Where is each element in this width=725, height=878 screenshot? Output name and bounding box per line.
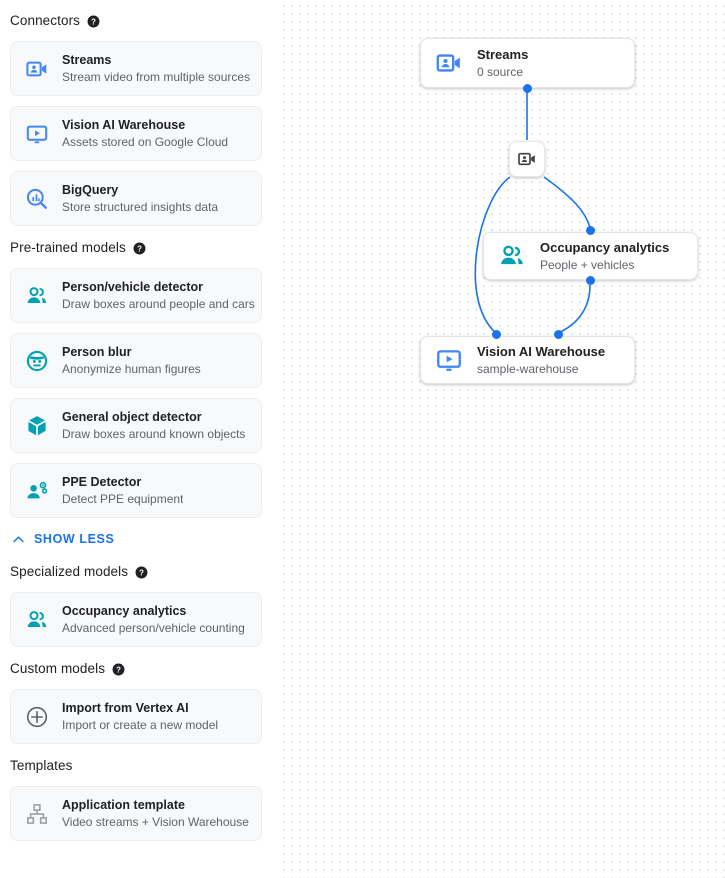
template-card-application-template[interactable]: Application template Video streams + Vis… bbox=[10, 786, 262, 841]
people-group-icon bbox=[501, 245, 523, 265]
svg-text:?: ? bbox=[139, 568, 144, 577]
help-circle-icon[interactable]: ? bbox=[112, 663, 125, 676]
help-circle-icon[interactable]: ? bbox=[133, 242, 146, 255]
account-tree-icon bbox=[27, 803, 47, 824]
card-title: Import from Vertex AI bbox=[62, 700, 189, 715]
edge-badge-streams[interactable] bbox=[509, 141, 545, 177]
graph-node-subtitle: 0 source bbox=[477, 64, 524, 79]
graph-node-subtitle: sample-warehouse bbox=[477, 361, 579, 376]
card-subtitle: Stream video from multiple sources bbox=[62, 69, 251, 84]
card-text: Vision AI Warehouse Assets stored on Goo… bbox=[62, 118, 228, 150]
section-title: Custom models bbox=[10, 661, 106, 676]
graph-node-text: Streams 0 source bbox=[477, 47, 528, 80]
graph-node-text: Vision AI Warehouse sample-warehouse bbox=[477, 344, 605, 377]
magnifier-bar-chart-icon bbox=[26, 188, 47, 209]
connector-card-vision-ai-warehouse[interactable]: Vision AI Warehouse Assets stored on Goo… bbox=[10, 106, 262, 161]
model-card-import-from-vertex-ai[interactable]: Import from Vertex AI Import or create a… bbox=[10, 689, 262, 744]
edge-badge-to-occupancy bbox=[543, 176, 591, 229]
card-subtitle: Advanced person/vehicle counting bbox=[62, 620, 245, 635]
port-occupancy-input[interactable] bbox=[586, 226, 595, 235]
people-group-icon bbox=[27, 286, 47, 303]
section-header-templates: Templates bbox=[0, 756, 278, 776]
person-gear-icon bbox=[27, 481, 48, 498]
svg-text:?: ? bbox=[91, 17, 96, 26]
plus-circle-icon bbox=[26, 706, 48, 727]
port-warehouse-input-left[interactable] bbox=[492, 330, 501, 339]
card-text: Application template Video streams + Vis… bbox=[62, 798, 249, 830]
svg-text:?: ? bbox=[137, 244, 142, 253]
card-title: PPE Detector bbox=[62, 474, 142, 489]
graph-node-title: Streams bbox=[477, 46, 529, 62]
card-title: Person blur bbox=[62, 344, 132, 359]
graph-node-streams[interactable]: Streams 0 source bbox=[420, 38, 635, 88]
model-card-general-object-detector[interactable]: General object detector Draw boxes aroun… bbox=[10, 398, 262, 453]
model-card-occupancy-analytics[interactable]: Occupancy analytics Advanced person/vehi… bbox=[10, 592, 262, 647]
section-header-pre-trained-models: Pre-trained models ? bbox=[0, 238, 278, 258]
graph-node-vision-ai-warehouse[interactable]: Vision AI Warehouse sample-warehouse bbox=[420, 336, 635, 384]
model-card-person-blur[interactable]: Person blur Anonymize human figures bbox=[10, 333, 262, 388]
card-text: General object detector Draw boxes aroun… bbox=[62, 410, 245, 442]
show-less-label: SHOW LESS bbox=[34, 532, 115, 546]
port-warehouse-input-right[interactable] bbox=[554, 330, 563, 339]
model-card-person-vehicle-detector[interactable]: Person/vehicle detector Draw boxes aroun… bbox=[10, 268, 262, 323]
video-camera-person-icon bbox=[518, 152, 535, 166]
graph-node-title: Occupancy analytics bbox=[540, 239, 670, 255]
card-title: Vision AI Warehouse bbox=[62, 117, 186, 132]
card-text: Occupancy analytics Advanced person/vehi… bbox=[62, 604, 245, 636]
video-camera-person-icon bbox=[436, 54, 460, 72]
card-subtitle: Detect PPE equipment bbox=[62, 491, 184, 506]
show-less-button[interactable]: SHOW LESS bbox=[11, 528, 121, 550]
card-subtitle: Import or create a new model bbox=[62, 717, 219, 732]
monitor-play-icon bbox=[26, 125, 48, 143]
graph-node-title: Vision AI Warehouse bbox=[477, 343, 606, 359]
card-text: PPE Detector Detect PPE equipment bbox=[62, 475, 183, 507]
monitor-play-icon bbox=[437, 350, 461, 371]
graph-canvas[interactable]: Streams 0 source Occupancy analyt bbox=[278, 0, 725, 878]
card-subtitle: Store structured insights data bbox=[62, 199, 219, 214]
card-title: Person/vehicle detector bbox=[62, 279, 204, 294]
edge-occupancy-to-warehouse bbox=[557, 284, 591, 334]
card-title: Streams bbox=[62, 52, 112, 67]
card-subtitle: Draw boxes around known objects bbox=[62, 426, 246, 441]
graph-node-subtitle: People + vehicles bbox=[540, 257, 635, 272]
section-title: Specialized models bbox=[10, 564, 129, 579]
face-circle-icon bbox=[26, 350, 48, 371]
section-title: Pre-trained models bbox=[10, 240, 126, 255]
card-text: Person/vehicle detector Draw boxes aroun… bbox=[62, 280, 255, 312]
graph-node-text: Occupancy analytics People + vehicles bbox=[540, 240, 669, 273]
port-streams-output[interactable] bbox=[523, 84, 532, 93]
section-title: Connectors bbox=[10, 13, 81, 28]
section-header-connectors: Connectors ? bbox=[0, 11, 278, 31]
card-text: Import from Vertex AI Import or create a… bbox=[62, 701, 218, 733]
connector-card-streams[interactable]: Streams Stream video from multiple sourc… bbox=[10, 41, 262, 96]
graph-edges bbox=[474, 90, 591, 334]
model-card-ppe-detector[interactable]: PPE Detector Detect PPE equipment bbox=[10, 463, 262, 518]
svg-text:?: ? bbox=[116, 665, 121, 674]
card-subtitle: Anonymize human figures bbox=[62, 361, 201, 376]
cube-icon bbox=[28, 415, 46, 436]
help-circle-icon[interactable]: ? bbox=[135, 566, 148, 579]
people-group-icon bbox=[27, 610, 47, 627]
section-header-custom-models: Custom models ? bbox=[0, 659, 278, 679]
video-camera-person-icon bbox=[26, 61, 47, 76]
card-subtitle: Assets stored on Google Cloud bbox=[62, 134, 229, 149]
chevron-up-icon bbox=[13, 535, 24, 542]
port-occupancy-output[interactable] bbox=[586, 276, 595, 285]
component-sidebar: Connectors ? Streams Stream video from m… bbox=[0, 0, 278, 878]
section-title: Templates bbox=[10, 758, 73, 773]
card-text: Person blur Anonymize human figures bbox=[62, 345, 201, 377]
graph-node-occupancy-analytics[interactable]: Occupancy analytics People + vehicles bbox=[483, 232, 698, 280]
card-title: BigQuery bbox=[62, 182, 119, 197]
card-text: Streams Stream video from multiple sourc… bbox=[62, 53, 250, 85]
section-header-specialized-models: Specialized models ? bbox=[0, 562, 278, 582]
card-subtitle: Draw boxes around people and cars bbox=[62, 296, 255, 311]
card-text: BigQuery Store structured insights data bbox=[62, 183, 218, 215]
help-circle-icon[interactable]: ? bbox=[87, 15, 100, 28]
card-title: General object detector bbox=[62, 409, 202, 424]
card-title: Application template bbox=[62, 797, 185, 812]
connector-card-bigquery[interactable]: BigQuery Store structured insights data bbox=[10, 171, 262, 226]
card-title: Occupancy analytics bbox=[62, 603, 187, 618]
card-subtitle: Video streams + Vision Warehouse bbox=[62, 814, 249, 829]
